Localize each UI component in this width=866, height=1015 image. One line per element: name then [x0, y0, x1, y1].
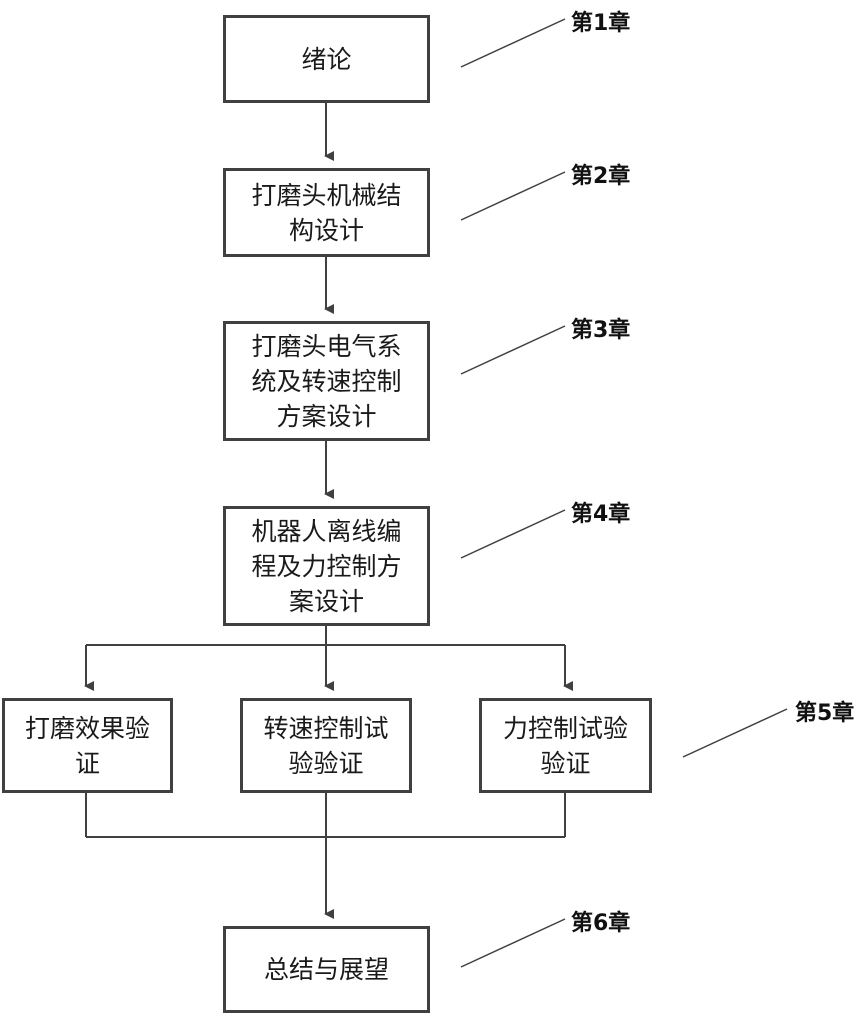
leader-line-chapter-6: [460, 918, 566, 968]
box-text-line: 打磨效果验: [24, 713, 150, 743]
box-text-line: 程及力控制方: [251, 551, 402, 581]
box-text-line: 统及转速控制: [251, 366, 402, 396]
box-text-line: 案设计: [288, 586, 364, 616]
box-speed-control-validation: 转速控制试 验验证: [240, 698, 412, 793]
chapter-label-4: 第4章: [571, 502, 631, 527]
box-introduction: 绪论: [223, 15, 430, 103]
chapter-label-1: 第1章: [571, 11, 631, 36]
box-text-line: 验验证: [288, 748, 364, 778]
box-mechanical-design: 打磨头机械结 构设计: [223, 168, 430, 257]
chapter-label-6: 第6章: [571, 911, 631, 936]
chapter-label-5: 第5章: [795, 701, 855, 726]
box-text-line: 力控制试验: [502, 713, 628, 743]
leader-line-chapter-2: [460, 171, 566, 221]
leader-line-chapter-1: [460, 18, 566, 68]
chapter-label-2: 第2章: [571, 164, 631, 189]
leader-line-chapter-5: [682, 708, 788, 758]
chapter-label-3: 第3章: [571, 318, 631, 343]
box-text-line: 总结与展望: [263, 955, 389, 984]
box-summary-outlook: 总结与展望: [223, 926, 430, 1013]
leader-line-chapter-3: [460, 325, 566, 375]
leader-line-chapter-4: [460, 509, 566, 559]
box-text-line: 绪论: [301, 44, 352, 74]
box-text-line: 机器人离线编: [251, 516, 402, 546]
box-text-line: 验证: [540, 748, 591, 778]
box-text-line: 构设计: [288, 215, 364, 245]
box-text-line: 打磨头电气系: [251, 331, 402, 361]
box-text-line: 方案设计: [276, 401, 377, 431]
box-force-control-validation: 力控制试验 验证: [479, 698, 652, 793]
box-electrical-speed-control: 打磨头电气系 统及转速控制 方案设计: [223, 321, 430, 441]
box-text-line: 证: [74, 748, 100, 778]
box-text-line: 打磨头机械结: [251, 180, 402, 210]
box-grinding-effect-validation: 打磨效果验 证: [2, 698, 173, 793]
box-text-line: 转速控制试: [263, 713, 389, 743]
box-offline-programming-force-control: 机器人离线编 程及力控制方 案设计: [223, 506, 430, 626]
